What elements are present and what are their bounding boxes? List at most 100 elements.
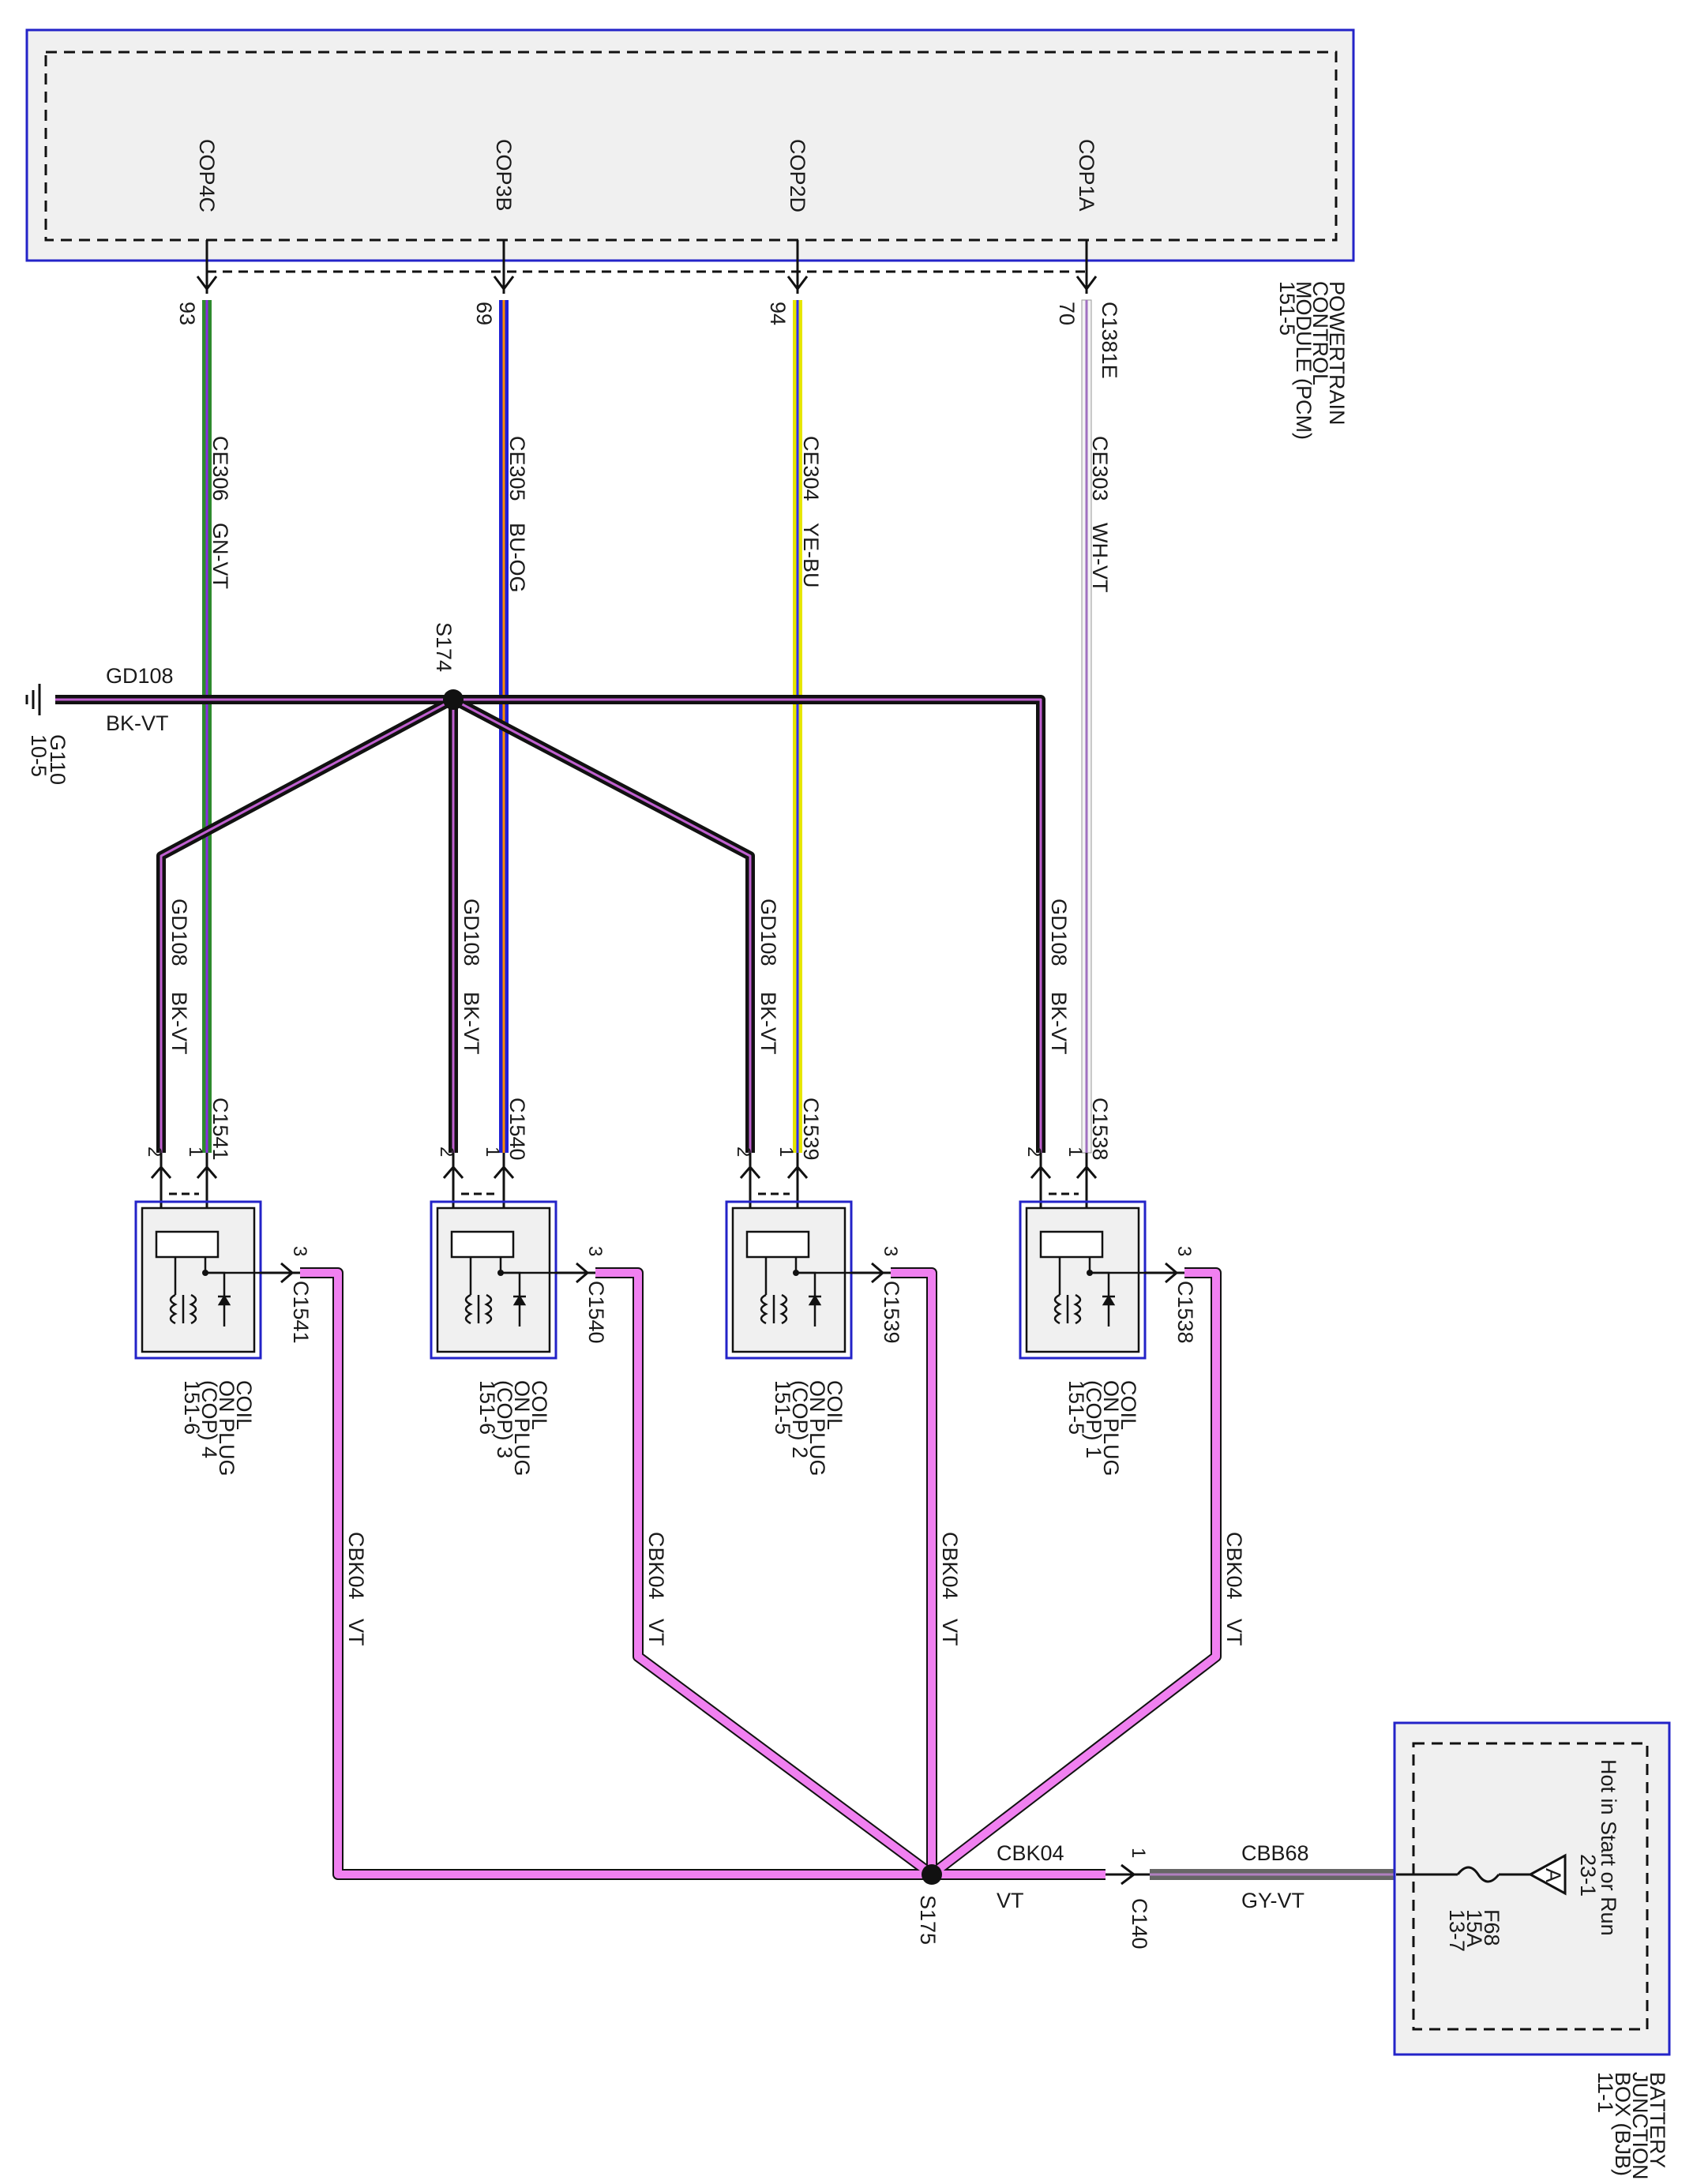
bjb-label-4: 11-1 (1594, 2072, 1617, 2113)
coil-3-pin-2: 2 (733, 1146, 754, 1157)
coil-1-pin-3: 3 (289, 1246, 310, 1256)
coil-2-inner (436, 1206, 551, 1353)
coil-4-name-4: 151-5 (1064, 1380, 1088, 1435)
coil-1-pin-2: 2 (144, 1146, 165, 1157)
coil-3-name-3: (COP) 2 (788, 1380, 812, 1458)
fuse-icon (1456, 1866, 1500, 1883)
coil-connector-side-2: C1540 (584, 1281, 608, 1344)
coil-3-name-2: ON PLUG (805, 1380, 829, 1477)
coil-connector-side-3: C1539 (880, 1281, 903, 1344)
wire-circuit-4: CE303 (1088, 436, 1112, 501)
feed-circuit-label: CBB68 (1241, 1841, 1309, 1865)
coil-3-inner (731, 1206, 846, 1353)
ground-page-label: 10-5 (27, 734, 51, 777)
bjb-page-ref: 23-1 (1576, 1854, 1600, 1897)
power-branch-color-1: VT (344, 1619, 368, 1646)
coil-connector-top-3: C1539 (799, 1098, 823, 1161)
coil-3 (725, 1200, 891, 1360)
bjb-label-2: JUNCTION (1628, 2072, 1652, 2180)
pcm-module-inner (44, 51, 1338, 242)
ground-branch-color-3: BK-VT (756, 992, 780, 1055)
pcm-label-2: CONTROL (1308, 281, 1332, 385)
ground-icon (25, 684, 41, 715)
bjb-fuse-rating: 15A (1462, 1909, 1486, 1947)
ground-wires (55, 695, 1045, 1153)
bjb-label-3: BOX (BJB) (1611, 2072, 1635, 2176)
coil-3-pin-1: 1 (775, 1146, 797, 1157)
coil-3-name-4: 151-5 (771, 1380, 794, 1435)
coil-4-outer (1019, 1200, 1147, 1360)
coil-1-driver (155, 1230, 220, 1259)
wire-color-1: GN-VT (208, 523, 232, 589)
coil-3-pin-3: 3 (880, 1246, 901, 1256)
ground-branch-color-4: BK-VT (1047, 992, 1071, 1055)
ground-circuit-label: GD108 (106, 664, 174, 688)
coil-2-name-4: 151-6 (475, 1380, 499, 1435)
power-branch-color-2: VT (644, 1619, 668, 1646)
pcm-pin-number-3: 94 (766, 302, 790, 325)
wire-color-3: YE-BU (799, 523, 823, 588)
coil-1 (134, 1200, 300, 1360)
wire-circuit-3: CE304 (799, 436, 823, 501)
feed-wire (1150, 1869, 1396, 1880)
pcm-pin-number-2: 69 (472, 302, 496, 325)
pcm-pin-label-2: COP3B (492, 139, 516, 212)
coil-4-name-1: COIL (1117, 1380, 1140, 1430)
coil-3-driver (745, 1230, 810, 1259)
power-wires (300, 1267, 1222, 1880)
coil-2-name-2: ON PLUG (510, 1380, 534, 1477)
wire-color-4: WH-VT (1088, 523, 1112, 592)
bjb-label-1: BATTERY (1646, 2072, 1669, 2168)
coil-4-inner (1025, 1206, 1140, 1353)
coil-2-outer (430, 1200, 557, 1360)
ground-branch-circuit-1: GD108 (167, 899, 191, 966)
signal-wire-3 (793, 300, 802, 1153)
bjb-module (1393, 1721, 1671, 2056)
coil-2-pin-3: 3 (584, 1246, 606, 1256)
c140-connector-arrow (1106, 1863, 1150, 1886)
pcm-pin-label-4: COP1A (1075, 139, 1098, 212)
bjb-flag-letter: A (1541, 1868, 1565, 1882)
pcm-pin-label-3: COP2D (786, 139, 809, 212)
wire-circuit-1: CE306 (208, 436, 232, 501)
coil-4-driver (1039, 1230, 1104, 1259)
pcm-module: POWERTRAIN CONTROL MODULE (PCM) 151-5 (25, 28, 1355, 440)
bjb-module-box (1393, 1721, 1671, 2056)
power-branch-color-4: VT (1222, 1619, 1246, 1646)
pcm-label-3: MODULE (PCM) (1292, 281, 1316, 440)
coil-connector-top-2: C1540 (505, 1098, 529, 1161)
coil-1-name-4: 151-6 (180, 1380, 204, 1435)
coil-top-arrows (150, 1153, 1098, 1208)
bjb-fuse-name: F68 (1480, 1909, 1503, 1946)
power-splice-label: S175 (916, 1895, 940, 1945)
bjb-hot-text: Hot in Start or Run (1597, 1759, 1620, 1936)
c140-label: C140 (1128, 1898, 1151, 1949)
ground-color-label: BK-VT (106, 711, 169, 735)
pcm-pin-label-1: COP4C (195, 139, 219, 212)
coil-3-outer (725, 1200, 853, 1360)
ground-splice-node (443, 689, 464, 710)
pcm-connector-label: C1381E (1098, 302, 1121, 379)
ground-point-label: G110 (46, 734, 69, 785)
coil-1-name-2: ON PLUG (215, 1380, 238, 1477)
coil-4-pin-2: 2 (1023, 1146, 1045, 1157)
coil-connector-top-4: C1538 (1088, 1098, 1112, 1161)
coil-2-driver (450, 1230, 515, 1259)
pcm-module-box (25, 28, 1355, 262)
coil-2-name-3: (COP) 3 (493, 1380, 516, 1458)
coil-4-name-2: ON PLUG (1099, 1380, 1123, 1477)
bjb-module-inner (1412, 1742, 1649, 2031)
coil-2-pin-1: 1 (482, 1146, 503, 1157)
c140-pin: 1 (1128, 1848, 1149, 1858)
signal-wire-4 (1081, 299, 1092, 1154)
feed-color-label: GY-VT (1241, 1889, 1304, 1912)
coil-1-inner (141, 1206, 256, 1353)
coil-4 (1019, 1200, 1184, 1360)
signal-wire-1 (202, 300, 212, 1153)
bjb-fuse-page: 13-7 (1445, 1909, 1469, 1952)
pcm-pin-number-4: 70 (1055, 302, 1079, 325)
ground-branch-color-1: BK-VT (167, 992, 191, 1055)
ground-branch-circuit-3: GD108 (756, 899, 780, 966)
